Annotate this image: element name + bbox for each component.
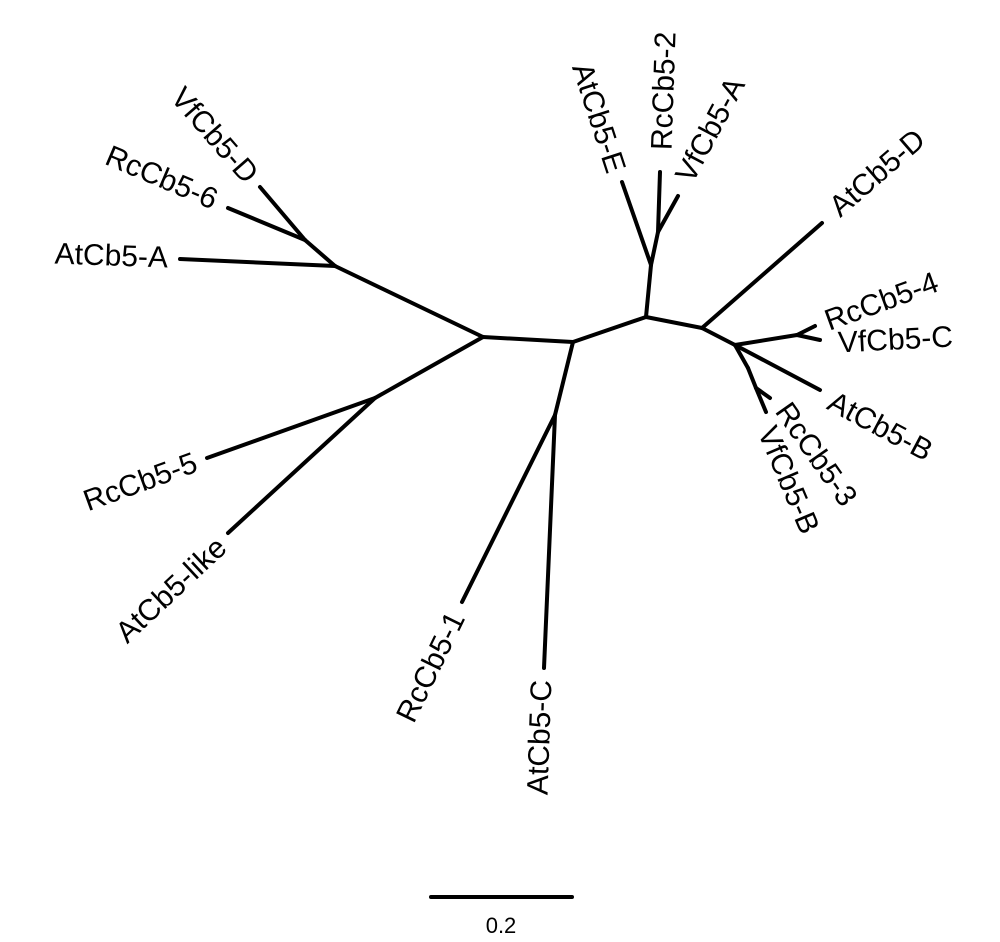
branch-internal [553, 340, 575, 417]
branch-internal [481, 335, 575, 344]
leaf-label-rccb5-5: RcCb5-5 [79, 446, 202, 517]
branch-rccb5-2 [656, 170, 662, 234]
branch-internal [303, 238, 337, 268]
branch-vfcb5-a [656, 194, 680, 234]
leaf-label-rccb5-2: RcCb5-2 [646, 31, 683, 150]
leaf-label-rccb5-1: RcCb5-1 [390, 607, 472, 728]
scale-bar-label: 0.2 [486, 913, 517, 938]
branch-rccb5-1 [460, 413, 557, 604]
branch-internal [373, 335, 485, 400]
branch-internal [700, 326, 737, 347]
leaf-label-rccb5-6: RcCb5-6 [101, 140, 223, 217]
branch-atcb5-c [542, 413, 557, 670]
branch-vfcb5-b [754, 386, 768, 414]
branch-internal [644, 263, 653, 319]
branch-atcb5-d [700, 221, 824, 330]
branch-rccb5-6 [226, 206, 307, 242]
branch-internal [644, 315, 704, 330]
leaf-labels: VfCb5-D RcCb5-6 AtCb5-A AtCb5-E RcCb5-2 … [54, 31, 954, 795]
branch-internal [733, 343, 750, 370]
leaf-label-atcb5-like: AtCb5-like [110, 531, 234, 650]
branch-vfcb5-d [258, 185, 307, 242]
branch-vfcb5-c [795, 333, 822, 342]
branch-atcb5-like [226, 396, 377, 535]
leaf-label-atcb5-e: AtCb5-E [565, 59, 631, 177]
leaf-label-atcb5-d: AtCb5-D [823, 123, 931, 223]
branch-rccb5-4 [795, 324, 817, 337]
branch-internal [571, 315, 648, 344]
leaf-label-vfcb5-a: VfCb5-A [669, 72, 751, 188]
branch-internal [333, 264, 485, 339]
branch-atcb5-a [178, 257, 337, 268]
leaf-label-atcb5-a: AtCb5-A [54, 238, 168, 275]
branch-rccb5-5 [205, 396, 377, 460]
leaf-label-vfcb5-c: VfCb5-C [837, 321, 954, 360]
leaf-label-atcb5-c: AtCb5-C [521, 679, 558, 795]
scale-bar: 0.2 [429, 895, 574, 938]
branch-atcb5-e [620, 180, 653, 267]
branch-internal [733, 333, 799, 347]
leaf-label-atcb5-b: AtCb5-B [822, 385, 938, 467]
branch-internal [746, 366, 758, 390]
tree-branches [178, 170, 824, 670]
branch-atcb5-b [733, 343, 822, 392]
branch-internal [649, 230, 660, 267]
